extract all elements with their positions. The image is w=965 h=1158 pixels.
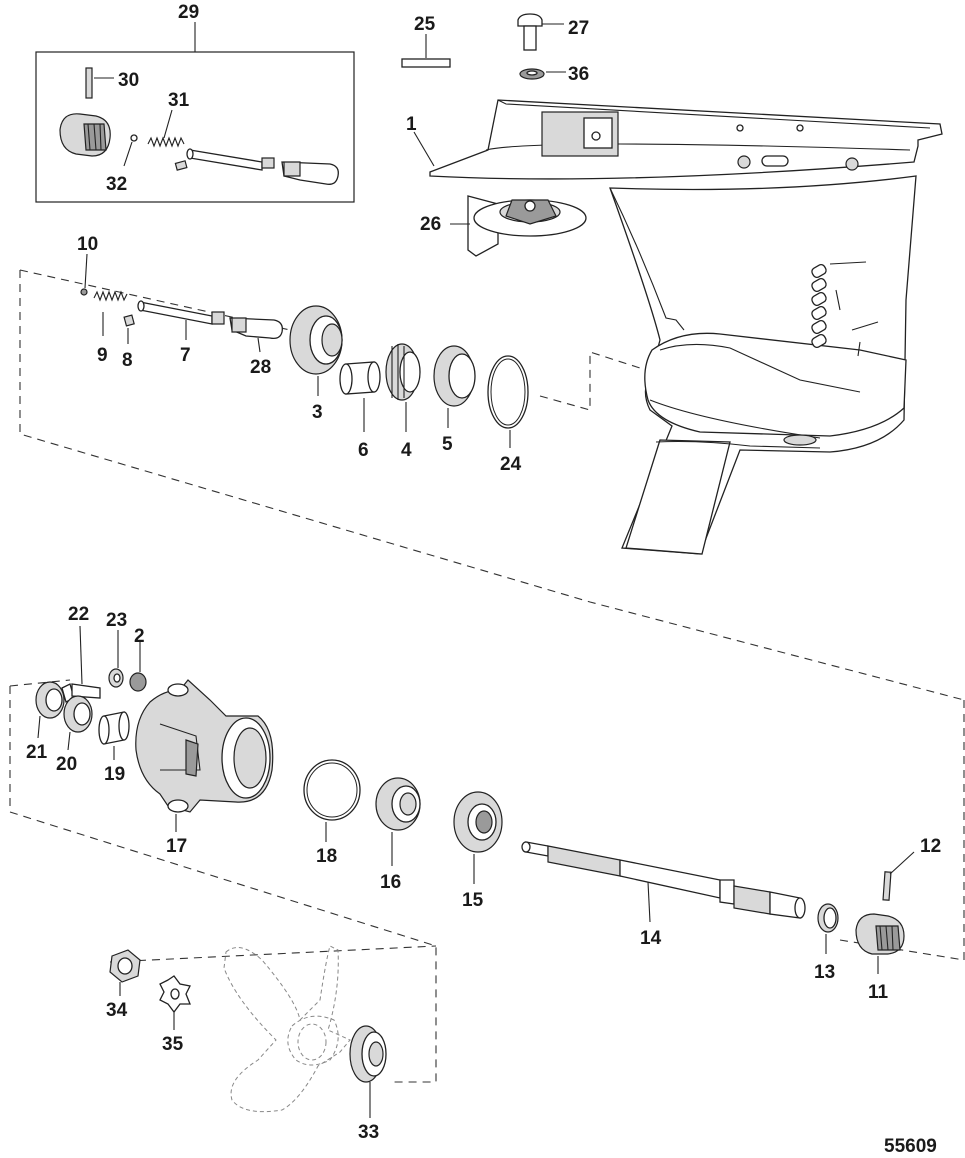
o-ring-18 — [303, 759, 361, 842]
callout-11: 11 — [868, 982, 889, 1003]
pin-30 — [85, 67, 93, 99]
callout-20: 20 — [56, 754, 77, 775]
shift-parts-row — [80, 253, 283, 353]
spring-9 — [93, 290, 128, 302]
callout-14: 14 — [640, 928, 662, 949]
callout-22: 22 — [68, 604, 89, 625]
callout-27: 27 — [568, 18, 589, 39]
callout-18: 18 — [316, 846, 337, 867]
washer-23 — [108, 630, 124, 688]
o-ring-24 — [487, 355, 529, 429]
callout-labels: 1 2 3 4 5 6 7 8 9 10 11 12 13 14 15 16 1… — [26, 2, 941, 1157]
callout-36: 36 — [568, 64, 589, 85]
callout-24: 24 — [500, 454, 522, 475]
thrust-washer-13 — [817, 903, 839, 954]
clutch-inset — [59, 113, 111, 157]
callout-10: 10 — [77, 234, 98, 255]
inset-assembly-29 — [35, 22, 355, 203]
propeller — [223, 945, 351, 1113]
callout-32: 32 — [106, 174, 127, 195]
gear-15 — [453, 791, 503, 884]
callout-7: 7 — [180, 345, 191, 366]
diagram-number: 55609 — [884, 1136, 937, 1157]
seal-21 — [35, 681, 65, 739]
screw-22 — [61, 625, 101, 703]
callout-6: 6 — [358, 440, 369, 461]
callout-5: 5 — [442, 434, 453, 455]
washer-36 — [519, 68, 566, 80]
propeller-shaft-14 — [521, 841, 806, 923]
nut-34 — [109, 949, 141, 996]
pump-base-26 — [450, 195, 587, 257]
callout-31: 31 — [168, 90, 190, 111]
bearing-group-upper — [289, 305, 529, 448]
callout-26: 26 — [420, 214, 441, 235]
water-inlet-grille — [811, 261, 879, 357]
callout-4: 4 — [401, 440, 412, 461]
thrust-hub-33 — [349, 1025, 387, 1118]
callout-29: 29 — [178, 2, 199, 23]
seal-20 — [63, 695, 93, 751]
gear-housing-1 — [413, 99, 943, 555]
assembly-dashed-outline-lower — [9, 686, 437, 1083]
callout-1: 1 — [406, 114, 417, 135]
callout-34: 34 — [106, 1000, 128, 1021]
callout-9: 9 — [97, 345, 108, 366]
bearing-19 — [98, 711, 130, 760]
callout-33: 33 — [358, 1122, 379, 1143]
callout-2: 2 — [134, 626, 145, 647]
bolt-27 — [517, 13, 564, 51]
tab-washer-35 — [159, 975, 191, 1030]
callout-28: 28 — [250, 357, 271, 378]
callout-21: 21 — [26, 742, 48, 763]
callout-16: 16 — [380, 872, 401, 893]
callout-15: 15 — [462, 890, 484, 911]
callout-23: 23 — [106, 610, 127, 631]
callout-13: 13 — [814, 962, 835, 983]
callout-25: 25 — [414, 14, 436, 35]
pin-8 — [123, 314, 135, 327]
callout-35: 35 — [162, 1034, 184, 1055]
bearing-16 — [375, 777, 421, 866]
ball-10 — [80, 288, 88, 296]
callout-3: 3 — [312, 402, 323, 423]
callout-17: 17 — [166, 836, 187, 857]
pin-12 — [882, 851, 915, 901]
callout-19: 19 — [104, 764, 125, 785]
spacer-25 — [401, 34, 451, 68]
callout-30: 30 — [118, 70, 139, 91]
callout-8: 8 — [122, 350, 133, 371]
shaft-7 — [139, 301, 213, 325]
clutch-11 — [855, 913, 905, 974]
bearing-carrier-17 — [135, 679, 274, 832]
insert-2 — [129, 642, 147, 692]
callout-12: 12 — [920, 836, 941, 857]
